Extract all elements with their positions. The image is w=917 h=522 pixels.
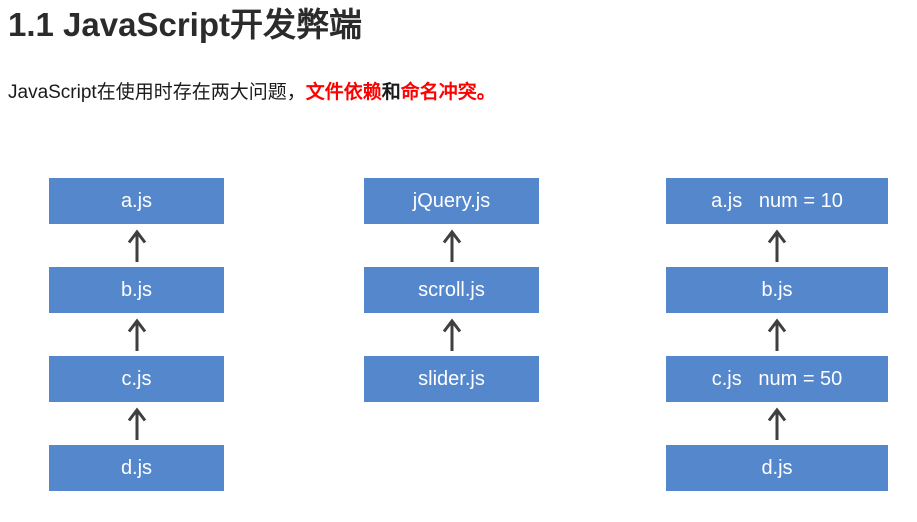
section-heading: 1.1 JavaScript开发弊端 <box>8 6 362 43</box>
intro-paragraph: JavaScript在使用时存在两大问题，文件依赖和命名冲突。 <box>8 80 496 107</box>
highlight-naming-conflict: 命名冲突。 <box>400 82 496 103</box>
up-arrow-icon <box>666 224 888 267</box>
file-box: a.js num = 10 <box>666 178 888 224</box>
file-box: d.js <box>666 445 888 491</box>
file-box: slider.js <box>364 356 539 402</box>
highlight-file-dependency: 文件依赖 <box>305 82 382 103</box>
up-arrow-icon <box>364 224 539 267</box>
file-box: jQuery.js <box>364 178 539 224</box>
file-box: scroll.js <box>364 267 539 313</box>
file-box: c.js <box>49 356 224 402</box>
dependency-column-naming: a.js num = 10 b.js c.js num = 50 d.js <box>666 178 888 491</box>
up-arrow-icon <box>666 402 888 445</box>
up-arrow-icon <box>49 402 224 445</box>
dependency-diagram: a.js b.js c.js d.js jQuery.js scroll.js slide… <box>0 178 917 522</box>
dependency-column-jquery: jQuery.js scroll.js slider.js <box>364 178 539 402</box>
intro-text: JavaScript在使用时存在两大问题， <box>8 82 306 103</box>
up-arrow-icon <box>364 313 539 356</box>
connector-text: 和 <box>381 82 401 103</box>
file-box: b.js <box>49 267 224 313</box>
up-arrow-icon <box>666 313 888 356</box>
file-box: d.js <box>49 445 224 491</box>
dependency-column-files: a.js b.js c.js d.js <box>49 178 224 491</box>
up-arrow-icon <box>49 313 224 356</box>
file-box: a.js <box>49 178 224 224</box>
up-arrow-icon <box>49 224 224 267</box>
file-box: c.js num = 50 <box>666 356 888 402</box>
file-box: b.js <box>666 267 888 313</box>
